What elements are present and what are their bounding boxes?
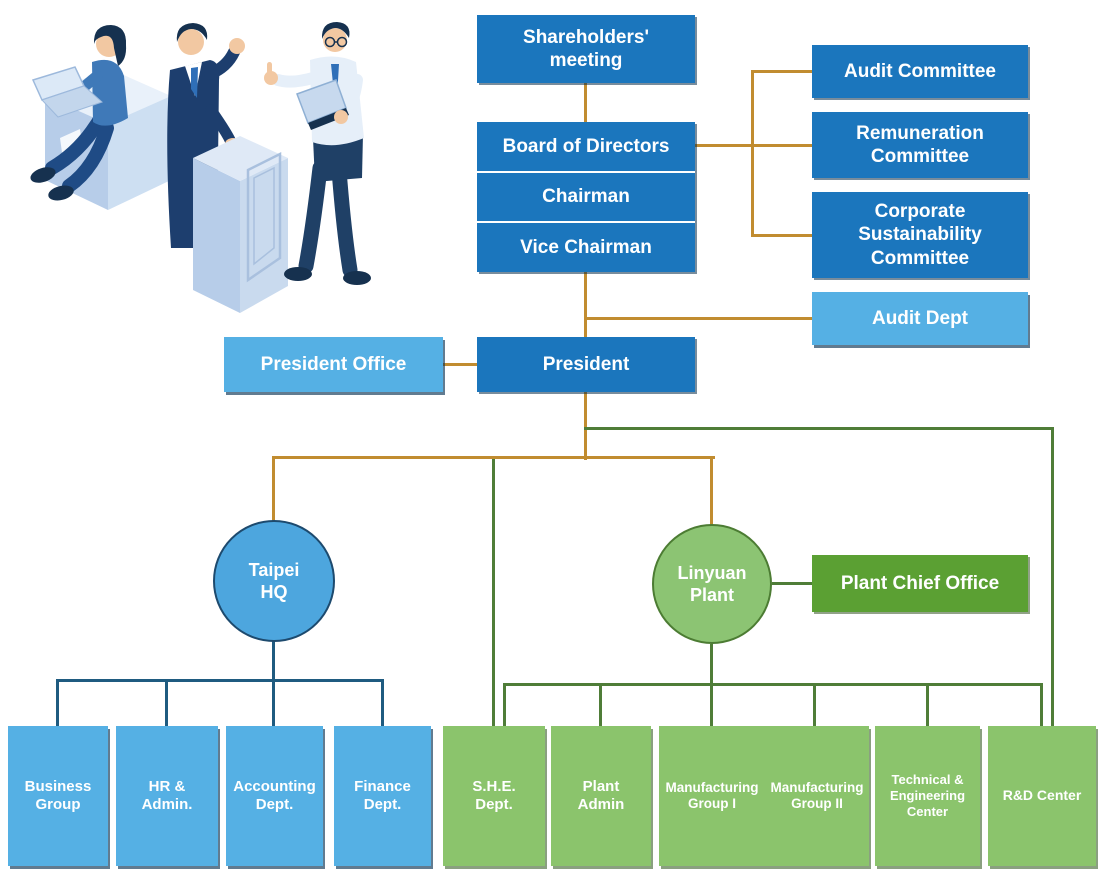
- node-rnd-center: R&D Center: [988, 726, 1096, 866]
- board-row-directors: Board of Directors: [502, 135, 670, 157]
- node-accounting-dept: Accounting Dept.: [226, 726, 323, 866]
- node-sustainability-committee: Corporate Sustainability Committee: [812, 192, 1028, 278]
- connector-hr-drop: [165, 679, 168, 727]
- connector-plant-admin-drop: [599, 683, 602, 727]
- node-plant-chief-office: Plant Chief Office: [812, 555, 1028, 612]
- connector-plant-chief: [772, 582, 812, 585]
- board-row-vice-chairman: Vice Chairman: [477, 221, 695, 272]
- connector-president-rnd-h: [584, 427, 1054, 430]
- connector-sustainability-committee: [751, 234, 812, 237]
- connector-shareholders-board: [584, 83, 587, 122]
- connector-audit-dept: [584, 317, 812, 320]
- node-plant-admin: Plant Admin: [551, 726, 651, 866]
- connector-division-branch: [273, 456, 715, 459]
- connector-she-long: [492, 459, 495, 727]
- connector-tech-drop: [926, 683, 929, 727]
- podium: [193, 136, 288, 313]
- connector-rnd-drop: [1040, 683, 1043, 727]
- connector-business-drop: [56, 679, 59, 727]
- node-remuneration-committee: Remuneration Committee: [812, 112, 1028, 178]
- node-audit-dept: Audit Dept: [812, 292, 1028, 345]
- connector-committee-trunk: [751, 70, 754, 236]
- node-audit-committee: Audit Committee: [812, 45, 1028, 98]
- node-technical-engineering-center: Technical & Engineering Center: [875, 726, 980, 866]
- node-finance-dept: Finance Dept.: [334, 726, 431, 866]
- node-president: President: [477, 337, 695, 392]
- connector-she-short: [503, 683, 506, 727]
- node-linyuan-plant: Linyuan Plant: [652, 524, 772, 644]
- node-manufacturing-group-2: Manufacturing Group II: [765, 726, 869, 866]
- node-business-group: Business Group: [8, 726, 108, 866]
- node-president-office: President Office: [224, 337, 443, 392]
- node-taipei-hq: Taipei HQ: [213, 520, 335, 642]
- connector-linyuan-drop: [710, 456, 713, 526]
- team-illustration: [30, 22, 371, 313]
- connector-president-down: [584, 392, 587, 460]
- node-she-dept: S.H.E. Dept.: [443, 726, 545, 866]
- connector-plant-row: [503, 683, 1043, 686]
- connector-linyuan-trunk: [710, 644, 713, 727]
- node-hr-admin: HR & Admin.: [116, 726, 218, 866]
- woman-with-laptop: [30, 25, 128, 201]
- connector-finance-drop: [381, 679, 384, 727]
- connector-president-rnd-v: [1051, 427, 1054, 727]
- reviewing-man: [264, 22, 371, 285]
- connector-audit-committee: [751, 70, 812, 73]
- connector-mfg2-drop: [813, 683, 816, 727]
- connector-board-president: [584, 272, 587, 337]
- connector-president-office: [443, 363, 477, 366]
- node-manufacturing-group-1: Manufacturing Group I: [659, 726, 765, 866]
- connector-taipei-row: [56, 679, 384, 682]
- node-shareholders-meeting: Shareholders' meeting: [477, 15, 695, 83]
- node-board-of-directors: Board of Directors Chairman Vice Chairma…: [477, 122, 695, 272]
- connector-taipei-trunk: [272, 641, 275, 727]
- board-row-chairman: Chairman: [477, 170, 695, 222]
- connector-taipei-drop: [272, 456, 275, 522]
